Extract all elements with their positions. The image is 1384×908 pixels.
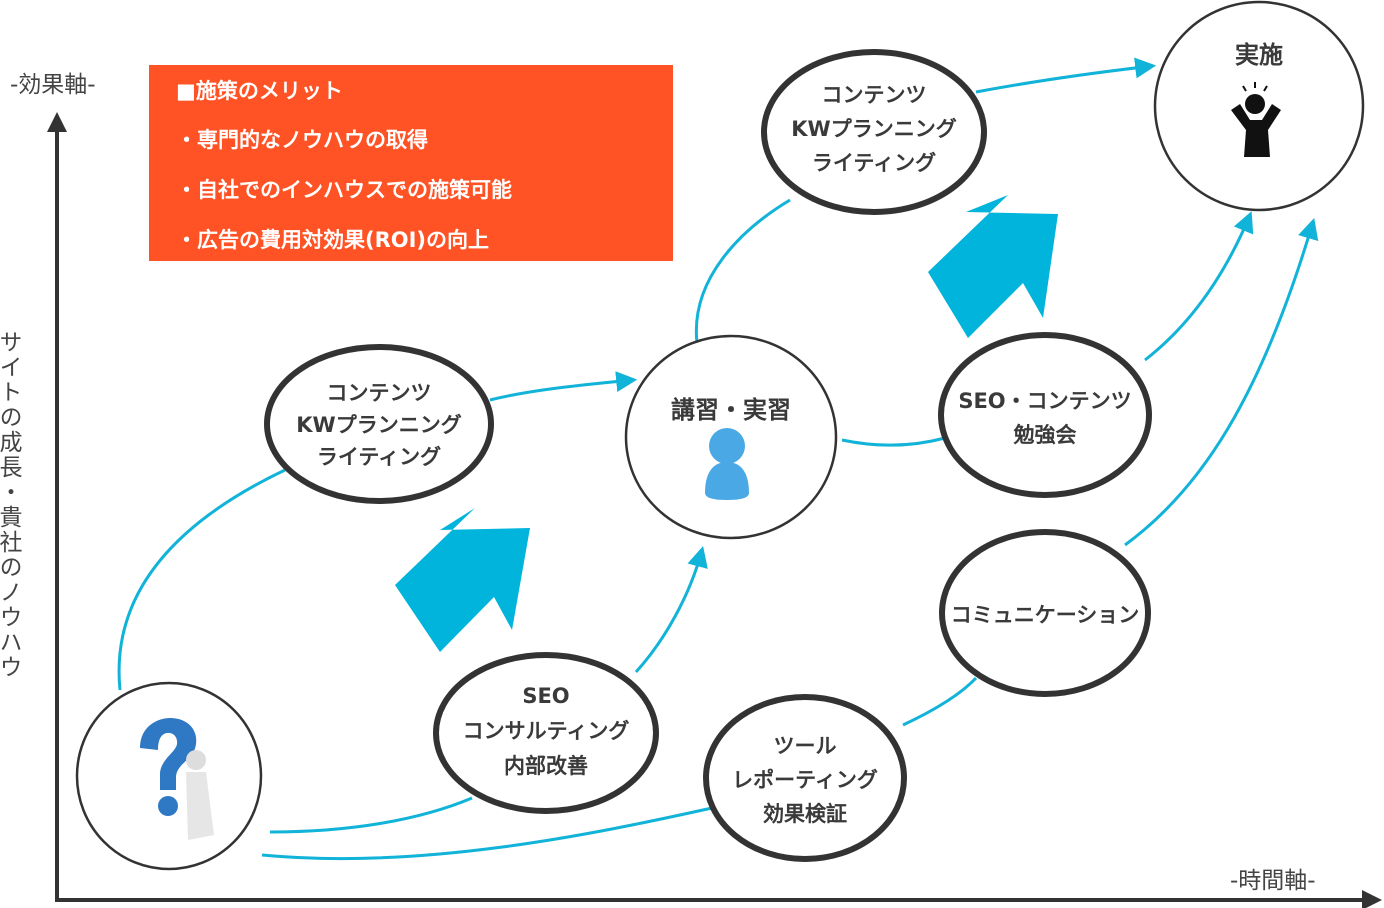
y-axis-arrowhead [47,112,67,132]
x-axis-arrowhead [1362,890,1382,908]
connector [975,57,1157,94]
y-axis-side-label: サイトの成長・貴社のノウハウ [0,330,23,680]
connector [841,436,946,447]
node-tool: ツール レポーティング 効果検証 [703,694,907,862]
y-axis-top-label: -効果軸- [10,72,96,98]
node-seo-consult: SEO コンサルティング 内部改善 [433,652,659,814]
connector [269,796,473,834]
connector [261,806,713,861]
node-line: 内部改善 [504,754,588,778]
merit-title: ■施策のメリット [176,79,343,103]
node-line: SEO・コンテンツ [958,389,1131,413]
node-seo-study: SEO・コンテンツ 勉強会 [938,332,1152,498]
axes [47,112,1382,908]
merit-box: ■施策のメリット ・専門的なノウハウの取得 ・自社でのインハウスでの施策可能 ・… [149,65,673,261]
node-line: 実施 [1235,41,1283,69]
node-line: コミュニケーション [951,603,1140,627]
node-line: ライティング [317,445,441,469]
x-axis-label: -時間軸- [1230,868,1316,894]
node-line: KWプランニング [296,413,461,437]
node-line: SEO [522,684,569,708]
node-line: ツール [774,734,837,758]
node-line: KWプランニング [791,117,956,141]
connector [489,371,638,402]
node-line: 勉強会 [1013,423,1077,447]
connectors [117,57,1319,861]
node-line: 講習・実習 [671,396,791,424]
celebrating-person-icon [1231,82,1281,157]
node-kousyu: 講習・実習 [624,334,838,540]
node-line: コンテンツ [822,83,927,107]
question-person-icon [140,718,214,840]
connector [1124,217,1319,547]
node-content-left: コンテンツ KWプランニング ライティング [264,344,494,504]
node-line: コンテンツ [327,381,432,405]
node-jisshi: 実施 [1153,0,1365,212]
node-line: レポーティング [732,768,878,792]
node-communication: コミュニケーション [939,529,1151,697]
node-start [75,681,263,871]
node-content-top: コンテンツ KWプランニング ライティング [761,49,987,215]
merit-item: ・広告の費用対効果(ROI)の向上 [176,228,489,252]
connector [117,468,286,691]
big-arrow-left [395,508,530,652]
connector [634,545,708,674]
big-arrow-right [928,195,1058,338]
node-line: ライティング [812,151,936,175]
connector [694,198,791,344]
node-line: コンサルティング [463,719,630,743]
merit-item: ・自社でのインハウスでの施策可能 [176,178,512,202]
person-icon [705,428,749,500]
merit-item: ・専門的なノウハウの取得 [176,128,428,152]
connector [1144,211,1254,362]
connector [902,676,978,727]
node-line: 効果検証 [763,802,847,826]
merit-box-bg [149,65,673,261]
